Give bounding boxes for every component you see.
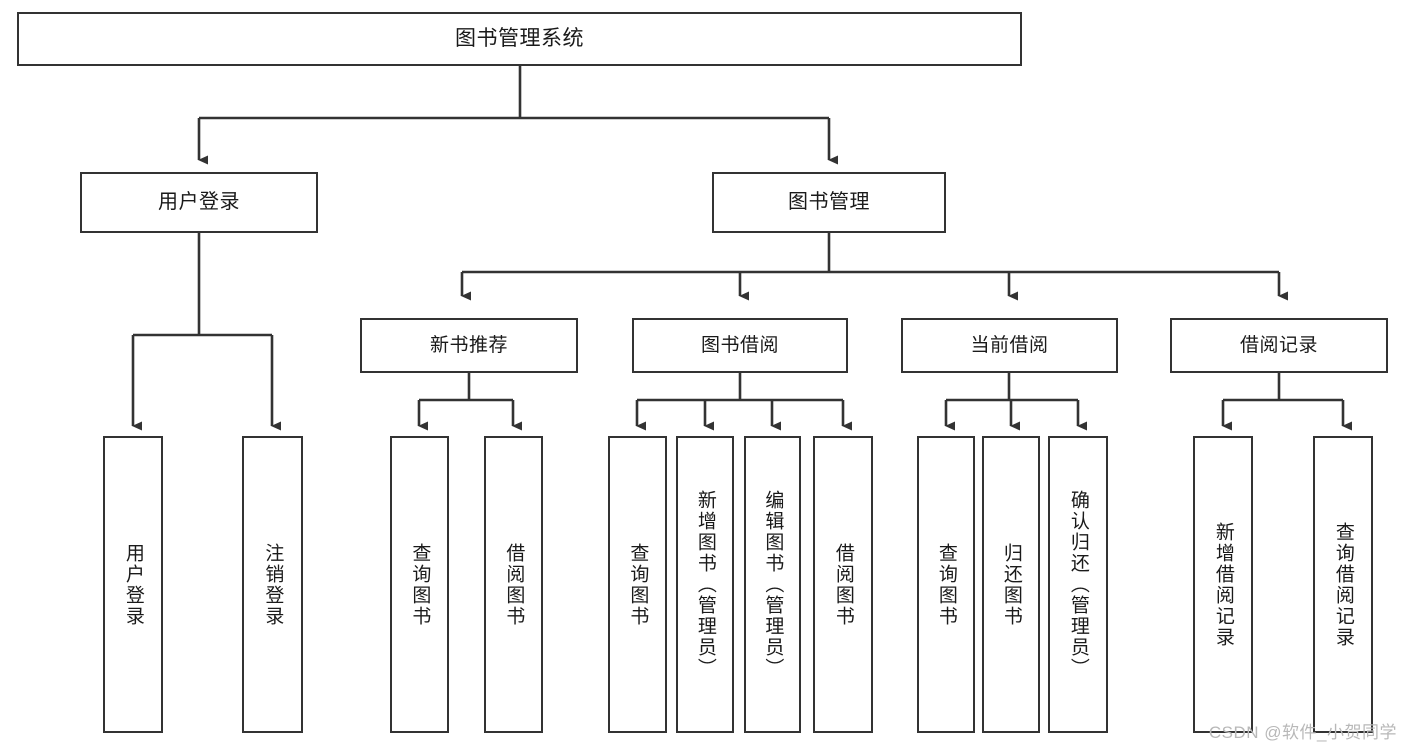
leaf-borrow-record-add[interactable]: 新增借阅记录 <box>1193 436 1253 733</box>
node-label: 图书管理 <box>788 191 870 213</box>
node-label: 查询图书 <box>935 542 957 627</box>
node-label: 当前借阅 <box>970 334 1049 356</box>
node-current-borrow[interactable]: 当前借阅 <box>901 318 1118 373</box>
leaf-current-borrow-confirm[interactable]: 确认归还（管理员） <box>1048 436 1108 733</box>
leaf-book-borrow-borrow[interactable]: 借阅图书 <box>813 436 873 733</box>
node-new-book-recommend[interactable]: 新书推荐 <box>360 318 578 373</box>
node-label: 编辑图书（管理员） <box>762 490 784 679</box>
leaf-current-borrow-return[interactable]: 归还图书 <box>982 436 1040 733</box>
leaf-user-login-signin[interactable]: 用户登录 <box>103 436 163 733</box>
node-label: 借阅图书 <box>503 542 525 627</box>
leaf-current-borrow-query[interactable]: 查询图书 <box>917 436 975 733</box>
node-book-borrow[interactable]: 图书借阅 <box>632 318 848 373</box>
leaf-new-book-query[interactable]: 查询图书 <box>390 436 449 733</box>
node-label: 查询图书 <box>409 542 431 627</box>
node-label: 借阅记录 <box>1239 334 1318 356</box>
node-borrow-record[interactable]: 借阅记录 <box>1170 318 1388 373</box>
node-label: 查询借阅记录 <box>1332 521 1354 648</box>
node-root-system[interactable]: 图书管理系统 <box>17 12 1022 66</box>
node-label: 图书管理系统 <box>455 26 584 50</box>
node-label: 注销登录 <box>262 542 284 627</box>
leaf-book-borrow-query[interactable]: 查询图书 <box>608 436 667 733</box>
node-label: 用户登录 <box>158 191 240 213</box>
node-label: 确认归还（管理员） <box>1067 490 1089 679</box>
leaf-new-book-borrow[interactable]: 借阅图书 <box>484 436 543 733</box>
node-label: 归还图书 <box>1000 542 1022 627</box>
node-user-login[interactable]: 用户登录 <box>80 172 318 233</box>
watermark-text: CSDN @软件_小贺同学 <box>1208 723 1397 742</box>
leaf-book-borrow-edit[interactable]: 编辑图书（管理员） <box>744 436 801 733</box>
node-book-management[interactable]: 图书管理 <box>712 172 946 233</box>
node-label: 新书推荐 <box>429 334 508 356</box>
leaf-user-login-signout[interactable]: 注销登录 <box>242 436 303 733</box>
leaf-borrow-record-query[interactable]: 查询借阅记录 <box>1313 436 1373 733</box>
node-label: 用户登录 <box>122 542 144 627</box>
node-label: 新增图书（管理员） <box>694 490 716 679</box>
node-label: 新增借阅记录 <box>1212 521 1234 648</box>
node-label: 借阅图书 <box>832 542 854 627</box>
node-label: 查询图书 <box>627 542 649 627</box>
node-label: 图书借阅 <box>700 334 779 356</box>
leaf-book-borrow-add[interactable]: 新增图书（管理员） <box>676 436 734 733</box>
